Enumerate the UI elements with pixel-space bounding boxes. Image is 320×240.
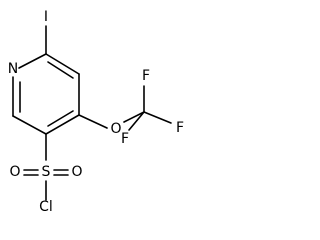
- atom-nitrogen: N: [8, 61, 18, 77]
- bond-c2-n1: [18, 53, 47, 69]
- chemical-structure-diagram: I N O F F F S O O Cl: [8, 9, 184, 215]
- atom-labels: I N O F F F S O O Cl: [8, 9, 184, 215]
- bond-oxygen-cf3: [123, 111, 145, 123]
- bond-c6-c5: [12, 115, 47, 135]
- atom-fluorine-right: F: [176, 120, 184, 136]
- atom-iodine: I: [44, 9, 48, 25]
- atom-oxygen-sulfonyl-left: O: [9, 164, 20, 180]
- bond-c4-oxygen: [78, 114, 108, 129]
- atom-oxygen-ether: O: [110, 121, 121, 137]
- bond-cf3-flower: [128, 111, 145, 131]
- pyridine-ring: [12, 53, 80, 135]
- bond-c3-c2-inner: [47, 61, 74, 79]
- bond-c5-c4-inner: [47, 110, 74, 127]
- atom-sulfur: S: [42, 164, 51, 180]
- bond-c3-c2: [45, 53, 80, 75]
- atom-chlorine: Cl: [39, 199, 53, 215]
- bond-c5-c4: [45, 114, 80, 135]
- bond-cf3-fright: [143, 111, 172, 124]
- atom-oxygen-sulfonyl-right: O: [71, 164, 82, 180]
- atom-fluorine-lower: F: [121, 131, 129, 147]
- atom-fluorine-top: F: [142, 68, 150, 84]
